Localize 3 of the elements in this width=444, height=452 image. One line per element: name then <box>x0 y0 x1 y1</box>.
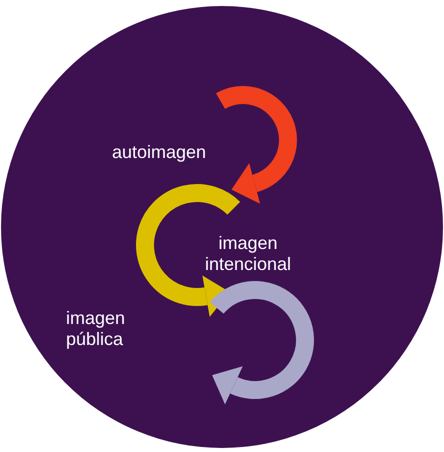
label: imagen intencional <box>204 233 292 275</box>
label: autoimagen <box>112 142 208 163</box>
label: imagen pública <box>66 308 126 350</box>
